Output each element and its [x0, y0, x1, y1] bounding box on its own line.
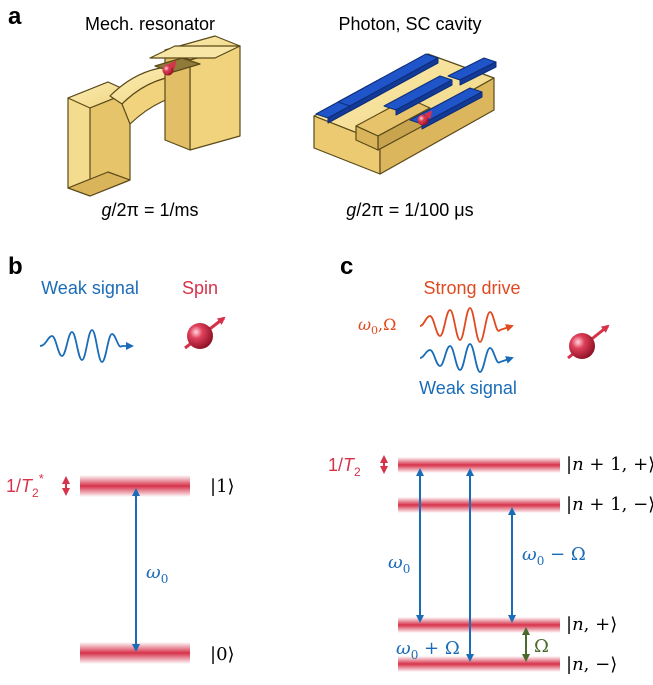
omega0-plus-omega-label: ω0 + Ω	[396, 638, 460, 662]
mech-resonator-title: Mech. resonator	[85, 14, 215, 34]
state-n-minus-label: |n, −⟩	[566, 654, 617, 675]
level-n1-plus	[398, 457, 560, 473]
state-0-label: |0⟩	[210, 644, 235, 665]
level-n-plus	[398, 617, 560, 633]
spin-arrow-cavity	[420, 110, 433, 125]
spin-ball-c	[569, 333, 595, 359]
weak-signal-label-b: Weak signal	[41, 278, 139, 298]
level-1-b	[80, 475, 190, 497]
mechanical-resonator-illustration	[67, 35, 241, 197]
state-n-plus-label: |n, +⟩	[566, 614, 617, 635]
cavity-coupling-label: g/2π = 1/100 μs	[346, 200, 473, 220]
panel-c-letter: c	[340, 253, 353, 280]
spin-ball-b	[187, 323, 213, 349]
panel-b-letter: b	[8, 253, 23, 280]
strong-drive-label: Strong drive	[423, 278, 520, 298]
state-n1-minus-label: |n + 1, −⟩	[566, 494, 653, 515]
omega0-minus-omega-label: ω0 − Ω	[522, 544, 586, 568]
cavity-strips	[315, 53, 497, 130]
weak-signal-wave-b	[39, 329, 134, 363]
linewidth-label-b: 1/T2*	[6, 471, 44, 500]
rabi-omega-label: Ω	[534, 636, 549, 657]
omega0-label-b: ω0	[146, 562, 168, 586]
spin-label: Spin	[182, 278, 218, 298]
omega0-label-c: ω0	[388, 552, 410, 576]
linewidth-label-c: 1/T2	[328, 455, 361, 479]
level-0-b	[80, 642, 190, 664]
state-1-label: |1⟩	[210, 476, 235, 497]
state-n1-plus-label: |n + 1, +⟩	[566, 454, 653, 475]
weak-signal-label-c: Weak signal	[419, 378, 517, 398]
strong-drive-wave	[419, 307, 514, 343]
spin-arrow-mech	[165, 60, 177, 75]
level-n1-minus	[398, 497, 560, 513]
sc-cavity-title: Photon, SC cavity	[338, 14, 481, 34]
weak-signal-wave-c	[419, 343, 514, 373]
drive-omega-label: ω0,Ω	[358, 315, 396, 337]
level-n-minus	[398, 656, 560, 672]
mech-coupling-label: g/2π = 1/ms	[102, 200, 199, 220]
panel-a-letter: a	[8, 3, 22, 30]
